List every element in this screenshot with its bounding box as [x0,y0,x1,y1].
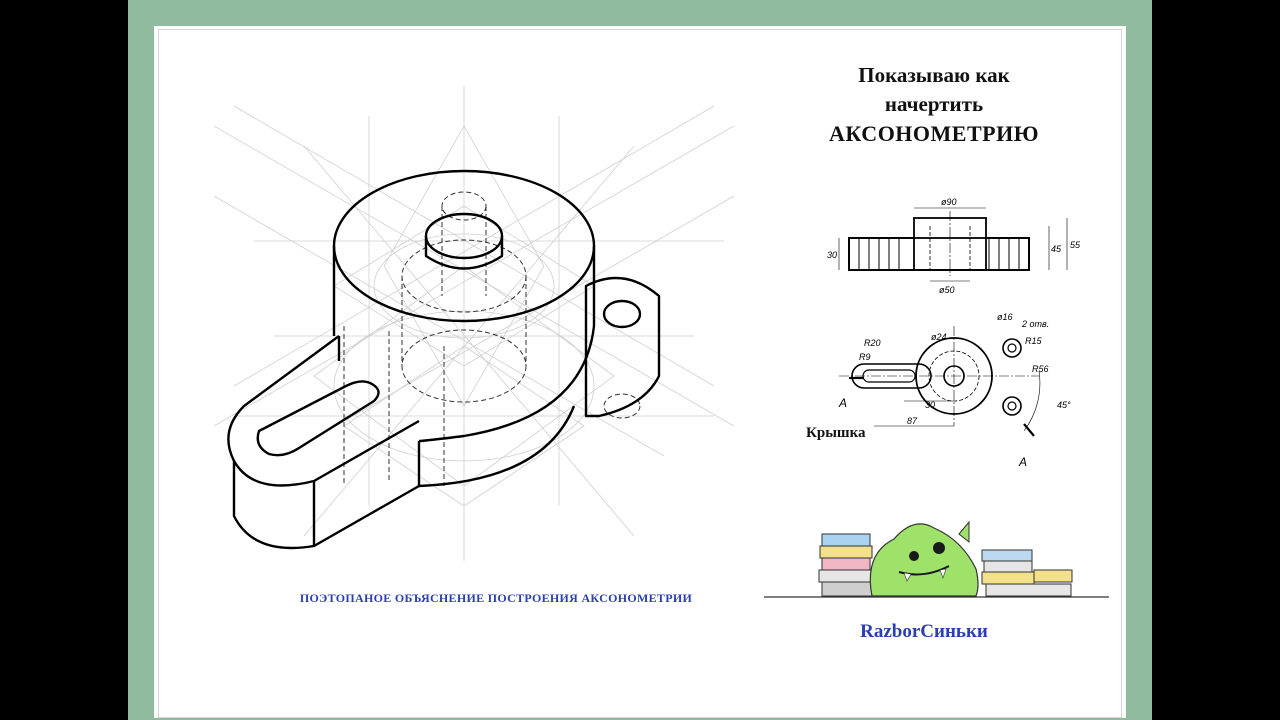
front-view-labels: ø90 ø50 30 45 55 [827,197,1081,295]
brand-name: RazborСиньки [860,621,988,642]
dim-r9: R9 [859,352,871,362]
section-mark-right: А [1018,455,1027,469]
dim-r15: R15 [1025,336,1043,346]
dim-angle: 45° [1057,400,1071,410]
dim-holes: 2 отв. [1021,319,1049,329]
construction-lines [214,86,734,561]
caption: ПОЭТОПАНОЕ ОБЪЯСНЕНИЕ ПОСТРОЕНИЯ АКСОНОМ… [299,591,693,605]
title-line-3: АКСОНОМЕТРИЮ [829,121,1039,146]
dim-h55: 55 [1070,240,1081,250]
dim-d90: ø90 [941,197,957,207]
dim-d16: ø16 [997,312,1013,322]
drawing-sheet: Показываю как начертить АКСОНОМЕТРИЮ [154,26,1126,718]
visible-outline [227,169,661,550]
section-mark-left: А [838,396,847,410]
green-monster-icon [869,520,979,597]
dim-l87: 87 [907,416,918,426]
dim-h30: 30 [827,250,837,260]
frame: Показываю как начертить АКСОНОМЕТРИЮ [128,0,1152,720]
dim-r56: R56 [1032,364,1049,374]
dim-d24: ø24 [931,332,947,342]
hidden-lines [343,191,641,486]
part-name: Крышка [806,425,866,441]
isometric-drawing [214,86,734,561]
dim-h45: 45 [1051,244,1062,254]
dim-r20: R20 [864,338,881,348]
video-title: Показываю как начертить АКСОНОМЕТРИЮ [784,61,1084,148]
title-line-2: начертить [884,92,984,116]
top-view [839,326,1041,437]
title-line-1: Показываю как [858,63,1010,87]
top-view-labels: ø16 2 отв. R15 R20 R9 ø24 R56 30 87 45° … [838,312,1071,469]
dim-d50: ø50 [939,285,955,295]
book-stack-icon [818,533,1073,597]
mascot-illustration [764,520,1109,598]
orthographic-drawing: ø90 ø50 30 45 55 [827,197,1081,469]
front-view [838,207,1068,282]
dim-l30: 30 [925,400,935,410]
